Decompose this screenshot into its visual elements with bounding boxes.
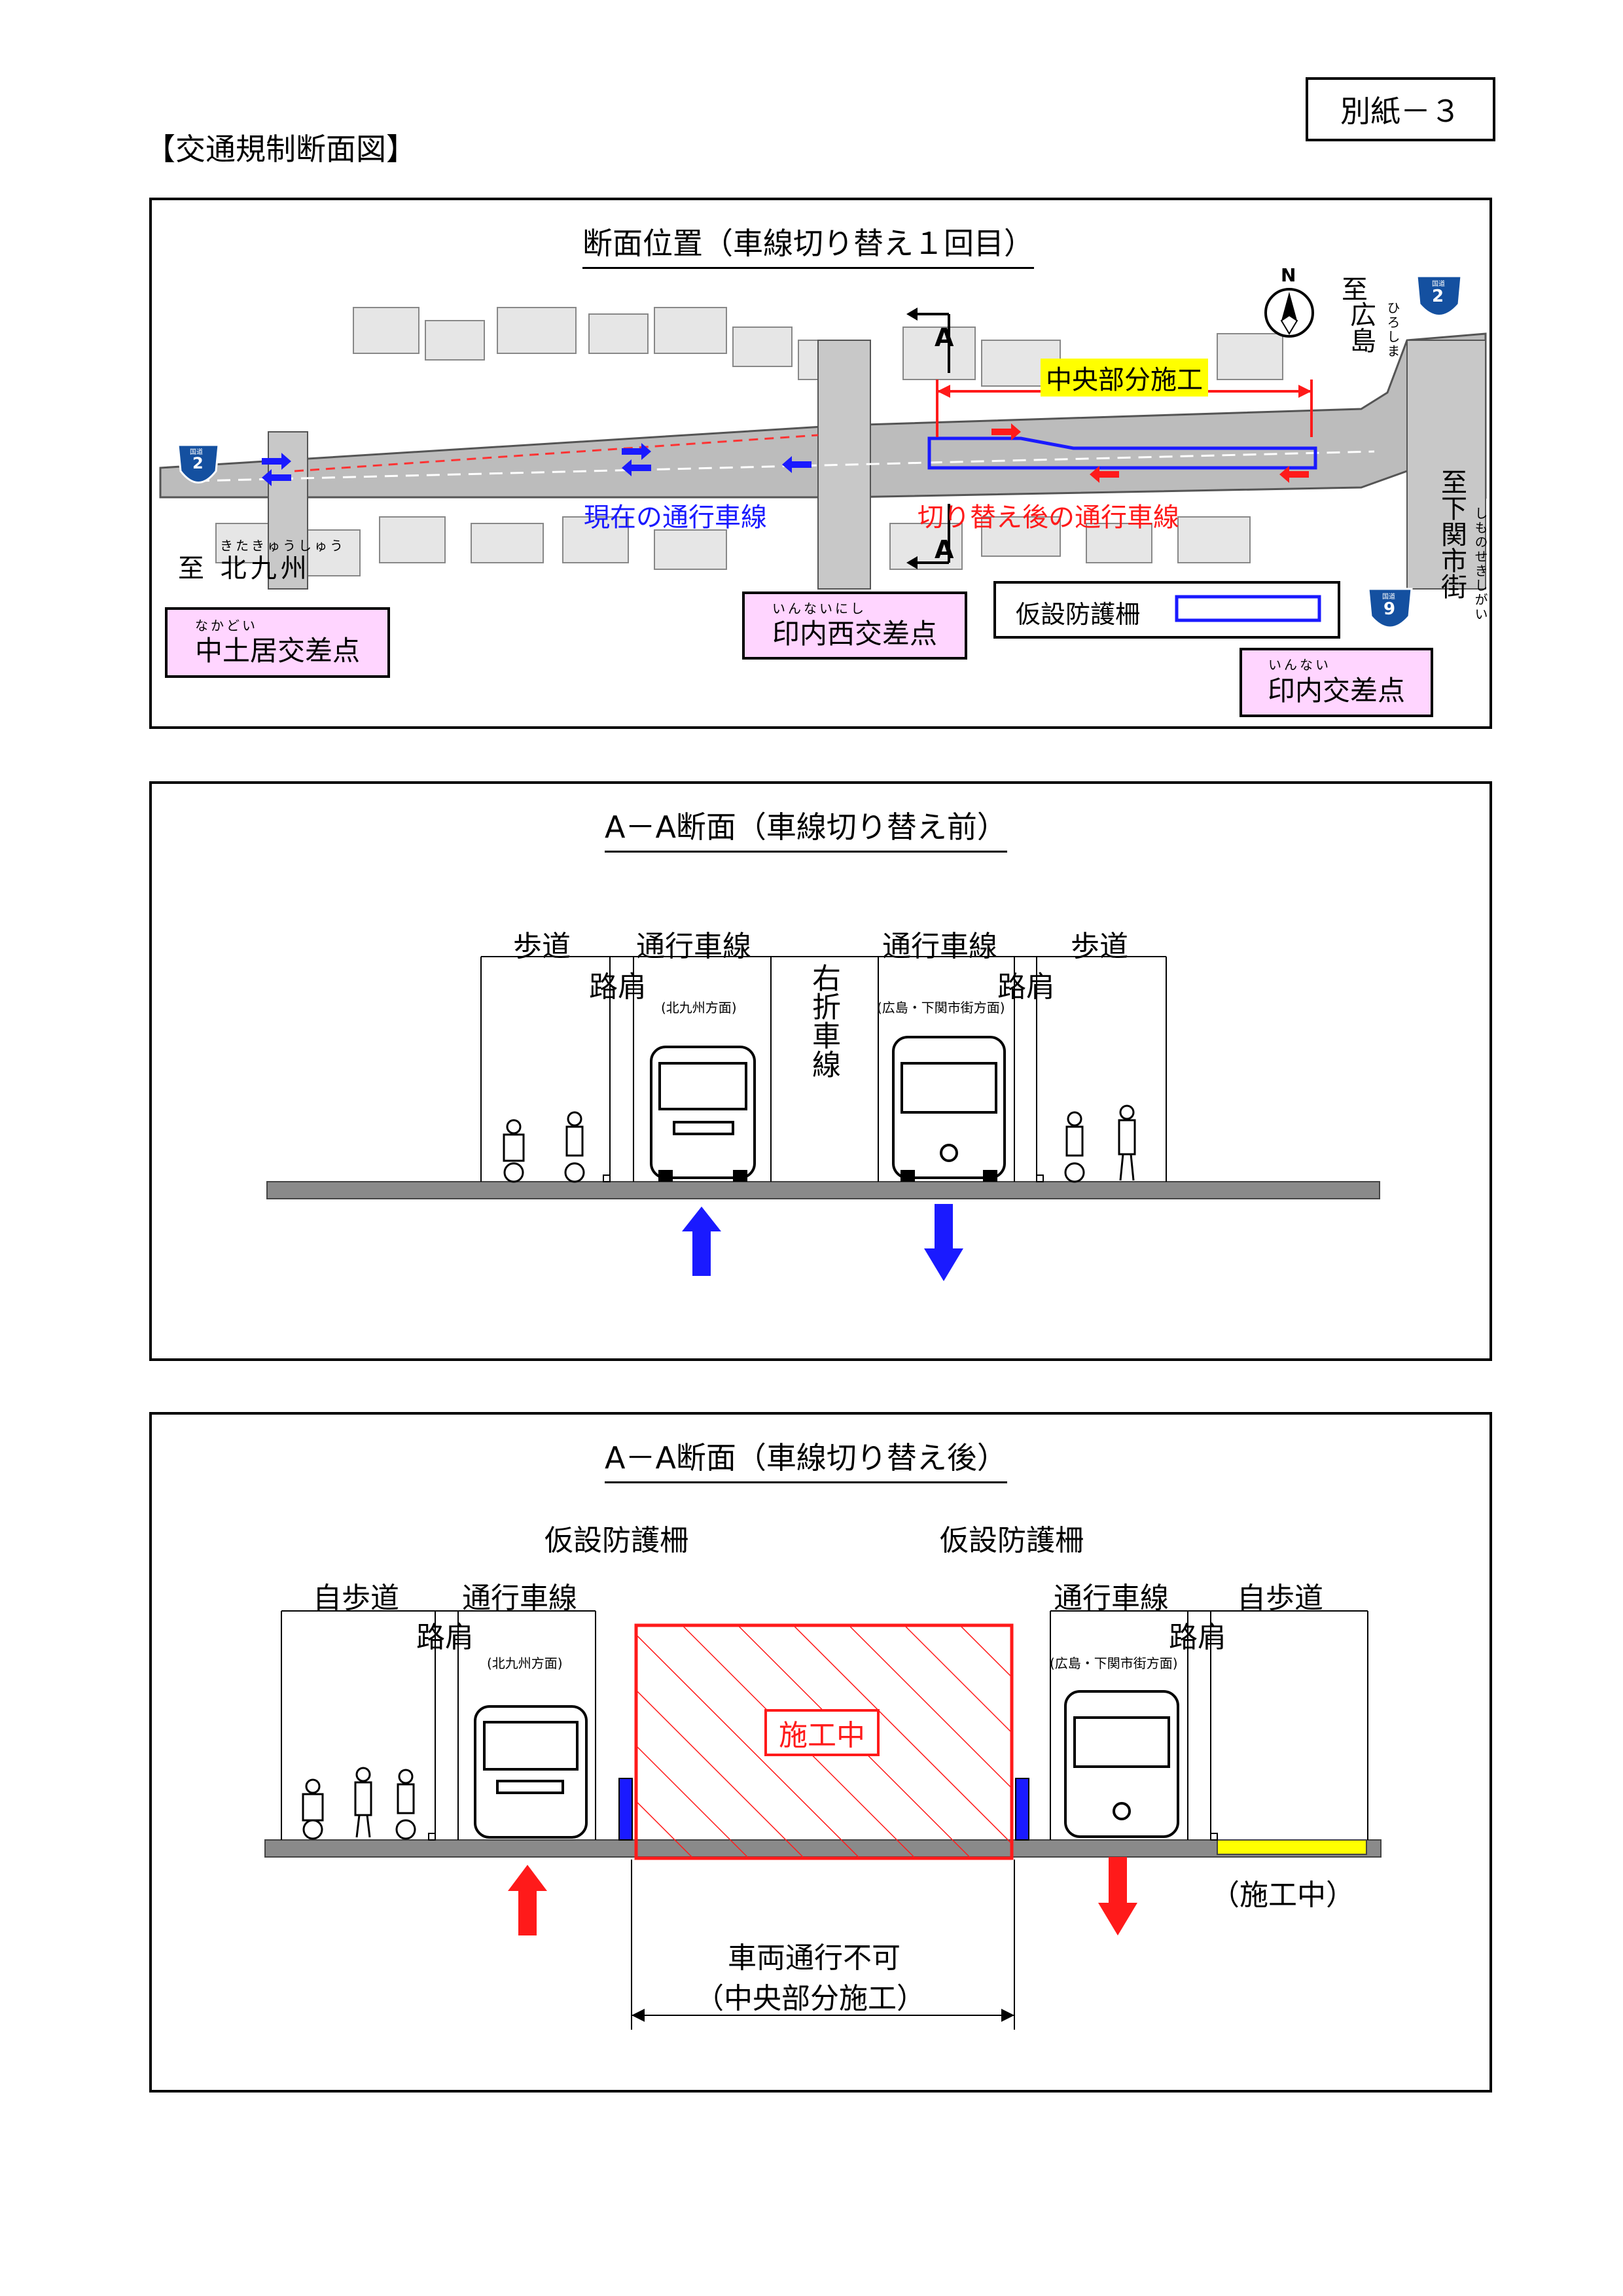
construction-label: 施工中 bbox=[764, 1709, 880, 1756]
no-traffic-sub-label: （中央部分施工） bbox=[695, 1982, 925, 2015]
bus-icon-south-after bbox=[1064, 1690, 1179, 1838]
to-hiroshima-name: 広島 bbox=[1346, 301, 1376, 353]
nakadoi-ruby: なかどい bbox=[195, 618, 258, 633]
no-traffic-label: 車両通行不可 bbox=[728, 1941, 901, 1975]
before-right-turn: 右折車線 bbox=[807, 963, 840, 1078]
cross-street-innainishi bbox=[817, 340, 871, 590]
route-9-sign-icon bbox=[1367, 588, 1413, 629]
section-marker-bottom bbox=[913, 504, 950, 564]
route-2-sign-icon-right bbox=[1416, 275, 1463, 317]
current-lanes-label: 現在の通行車線 bbox=[584, 503, 767, 533]
legend-label: 仮設防護柵 bbox=[1016, 600, 1141, 629]
temporary-barrier-left bbox=[618, 1778, 633, 1841]
map-background bbox=[215, 307, 1283, 576]
bus-icon-north-after bbox=[474, 1705, 588, 1839]
to-kitakyushu: 至 北九州 bbox=[178, 554, 311, 584]
nakadoi-intersection-box: 中土居交差点 bbox=[165, 607, 390, 678]
switched-lanes-label: 切り替え後の通行車線 bbox=[918, 503, 1179, 533]
after-dir-south: (広島・下関市街方面) bbox=[1050, 1655, 1178, 1671]
after-shoulder-left: 路肩 bbox=[416, 1621, 474, 1654]
to-hiroshima-ruby: ひろしま bbox=[1385, 301, 1400, 359]
before-sidewalk-left: 歩道 bbox=[513, 930, 571, 963]
after-construction-sidewalk bbox=[1217, 1839, 1367, 1855]
section-before-panel bbox=[149, 781, 1492, 1361]
arrow-down-blue bbox=[924, 1204, 963, 1281]
section-before-title: A－A断面（車線切り替え前） bbox=[605, 804, 1007, 853]
to-shimonoseki-ruby: しものせきしがい bbox=[1472, 506, 1488, 622]
page-heading: 【交通規制断面図】 bbox=[145, 132, 416, 167]
temporary-barrier-zone bbox=[927, 436, 1317, 470]
switched-lane-arrows bbox=[991, 423, 1309, 483]
before-dir-south: (広島・下関市街方面) bbox=[877, 1000, 1005, 1016]
current-lane-arrows bbox=[262, 443, 812, 486]
pedestrian-icons-before bbox=[503, 1104, 1136, 1183]
innainishi-intersection-label: 印内西交差点 bbox=[772, 617, 937, 650]
section-after-title: A－A断面（車線切り替え後） bbox=[605, 1434, 1007, 1483]
legend-box bbox=[993, 581, 1340, 639]
arrow-up-red bbox=[508, 1865, 547, 1935]
to-kitakyushu-ruby: きたきゅうしゅう bbox=[220, 538, 346, 554]
before-dimension-lines bbox=[480, 956, 1167, 1182]
north-compass-icon bbox=[1264, 288, 1314, 338]
innai-intersection-box: 印内交差点 bbox=[1240, 648, 1433, 717]
innainishi-intersection-box: 印内西交差点 bbox=[742, 592, 967, 660]
before-lane-right: 通行車線 bbox=[882, 930, 997, 963]
before-shoulder-right: 路肩 bbox=[997, 970, 1055, 1004]
sidewalk-construction-label: （施工中） bbox=[1211, 1879, 1355, 1912]
to-hiroshima-prefix: 至 bbox=[1342, 275, 1368, 305]
route-2-number-right: 2 bbox=[1432, 287, 1444, 306]
innai-intersection-label: 印内交差点 bbox=[1267, 674, 1405, 707]
after-bike-sidewalk-left: 自歩道 bbox=[313, 1581, 399, 1615]
before-dir-north: (北九州方面) bbox=[661, 1000, 737, 1016]
section-marker-top bbox=[913, 313, 950, 373]
after-lane-left: 通行車線 bbox=[462, 1581, 577, 1615]
innainishi-ruby: いんないにし bbox=[772, 601, 866, 616]
arrow-up-blue bbox=[682, 1207, 721, 1276]
after-barrier-left: 仮設防護柵 bbox=[544, 1524, 688, 1557]
to-shimonoseki: 至下関市街 bbox=[1436, 468, 1467, 599]
lane-line-red bbox=[294, 434, 819, 472]
center-work-label: 中央部分施工 bbox=[1041, 359, 1208, 397]
north-label: N bbox=[1281, 264, 1296, 286]
route-2-caption-right: 国道 bbox=[1432, 281, 1445, 288]
before-sidewalk-right: 歩道 bbox=[1071, 930, 1128, 963]
bus-icon-north-before bbox=[650, 1046, 756, 1182]
after-barrier-right: 仮設防護柵 bbox=[940, 1524, 1084, 1557]
bus-icon-south-before bbox=[892, 1036, 1006, 1182]
construction-zone bbox=[634, 1623, 1014, 1860]
plan-title: 断面位置（車線切り替え１回目） bbox=[582, 220, 1034, 269]
after-bike-sidewalk-right: 自歩道 bbox=[1237, 1581, 1323, 1615]
innai-ruby: いんない bbox=[1268, 657, 1331, 673]
after-shoulder-right: 路肩 bbox=[1169, 1621, 1226, 1654]
pedestrian-icons-after bbox=[302, 1767, 416, 1840]
nakadoi-intersection-label: 中土居交差点 bbox=[194, 634, 360, 667]
before-lane-left: 通行車線 bbox=[636, 930, 751, 963]
before-shoulder-left: 路肩 bbox=[589, 970, 647, 1004]
after-dir-north: (北九州方面) bbox=[487, 1655, 563, 1671]
route-2-number-left: 2 bbox=[192, 454, 204, 472]
route-9-caption: 国道 bbox=[1382, 593, 1395, 601]
route-9-number: 9 bbox=[1383, 599, 1396, 619]
section-marker-a-top: A bbox=[935, 323, 954, 352]
route-2-sign-icon-left bbox=[177, 444, 220, 484]
temporary-barrier-right bbox=[1015, 1778, 1029, 1841]
after-dimension-lines bbox=[281, 1610, 1368, 2030]
attachment-label: 別紙－３ bbox=[1306, 77, 1495, 141]
arrow-down-red bbox=[1098, 1857, 1137, 1935]
cross-street-innai bbox=[1406, 340, 1486, 590]
legend-barrier-swatch bbox=[1175, 595, 1321, 622]
after-lane-right: 通行車線 bbox=[1054, 1581, 1169, 1615]
route-2-caption-left: 国道 bbox=[190, 449, 203, 456]
before-road bbox=[266, 1181, 1380, 1199]
section-marker-a-bottom: A bbox=[935, 535, 954, 564]
